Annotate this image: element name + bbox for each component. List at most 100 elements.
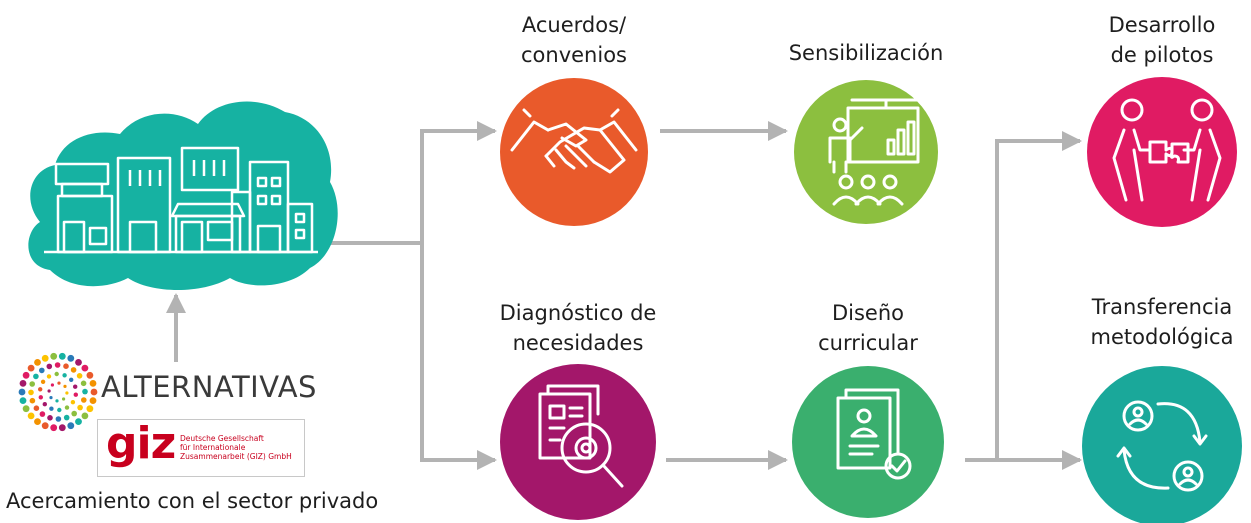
buildings-icon	[44, 146, 318, 254]
alternativas-logo-dot	[69, 377, 74, 382]
alternativas-logo-dot	[63, 414, 70, 421]
alternativas-logo-dot	[70, 400, 76, 405]
private-sector-cloud	[28, 101, 338, 291]
diagnostico-label: Diagnóstico de necesidades	[488, 298, 668, 358]
transferencia-label-line1: Transferencia	[1091, 295, 1233, 319]
arrow-to-acuerdos	[420, 121, 497, 460]
alternativas-logo-dot	[28, 389, 34, 396]
alternativas-logo-icon	[18, 352, 98, 432]
alternativas-logo-dot	[46, 363, 53, 370]
alternativas-logo-dot	[47, 389, 51, 393]
arrow-to-desarrollo	[995, 131, 1082, 460]
alternativas-logo-dot	[49, 406, 54, 411]
alternativas-logo-dot	[67, 422, 75, 430]
giz-logo: giz Deutsche Gesellschaft für Internatio…	[97, 418, 305, 477]
alternativas-logo-dot	[29, 397, 36, 404]
alternativas-logo-dot	[41, 422, 49, 430]
alternativas-logo-dot	[90, 388, 98, 396]
desarrollo-label-line2: de pilotos	[1110, 43, 1214, 67]
alternativas-logo-dot	[58, 352, 66, 360]
sensibilizacion-node-circle	[794, 80, 938, 224]
alternativas-logo-dot	[63, 363, 69, 370]
connector-arrows	[166, 121, 1082, 470]
alternativas-logo-dot	[19, 380, 27, 387]
alternativas-logo-dot	[34, 359, 41, 366]
alternativas-logo-dot	[49, 396, 53, 400]
alternativas-logo-dot	[89, 397, 97, 404]
start-caption: Acercamiento con el sector privado	[6, 489, 379, 513]
desarrollo-node-circle	[1087, 77, 1237, 227]
presentation-icon	[828, 98, 922, 206]
alternativas-logo-dot	[82, 388, 88, 395]
alternativas-logo-dot	[38, 395, 43, 400]
alternativas-logo-dot	[27, 364, 35, 372]
alternativas-logo-dot	[22, 405, 30, 413]
alternativas-logo-dot	[71, 410, 77, 417]
puzzle-team-icon	[1112, 98, 1222, 202]
alternativas-logo-dot	[50, 383, 55, 387]
alternativas-logo-dot	[57, 381, 61, 385]
alternativas-logo-dot	[40, 379, 46, 384]
giz-logo-line2: für Internationale	[180, 443, 246, 452]
alternativas-logo-dot	[76, 373, 83, 379]
alternativas-logo-dot	[41, 354, 49, 362]
alternativas-logo-dot	[75, 359, 82, 366]
diseno-label: Diseño curricular	[788, 298, 948, 358]
handshake-icon	[510, 108, 638, 174]
alternativas-logo-dot	[47, 415, 53, 421]
desarrollo-label: Desarrollo de pilotos	[1082, 10, 1242, 70]
alternativas-logo-dot	[50, 424, 58, 432]
transferencia-label-line2: metodológica	[1090, 325, 1234, 349]
alternativas-logo-dot	[77, 404, 83, 411]
alternativas-logo-dot	[86, 405, 94, 413]
alternativas-logo-dot	[73, 384, 78, 389]
sensibilizacion-label: Sensibilización	[776, 38, 956, 68]
alternativas-logo-dot	[39, 367, 45, 374]
alternativas-logo-dot	[33, 373, 39, 380]
exchange-people-icon	[1116, 400, 1208, 492]
diagnostico-label-line1: Diagnóstico de	[499, 301, 657, 325]
alternativas-logo-dot	[22, 371, 30, 379]
alternativas-logo-dot	[55, 399, 59, 403]
alternativas-logo-dot	[62, 373, 67, 378]
alternativas-logo-dot	[65, 391, 69, 395]
alternativas-logo-dot	[63, 384, 67, 388]
giz-logo-line1: Deutsche Gesellschaft	[180, 434, 264, 443]
alternativas-logo-dot	[89, 380, 97, 387]
alternativas-logo-dot	[54, 371, 59, 377]
curriculum-document-icon	[836, 388, 912, 480]
alternativas-logo-dot	[54, 362, 61, 368]
desarrollo-label-line1: Desarrollo	[1108, 13, 1216, 37]
alternativas-logo-dot	[50, 352, 58, 360]
document-search-icon	[538, 384, 624, 488]
diseno-node-circle	[792, 366, 944, 518]
alternativas-logo-dot	[80, 380, 87, 387]
alternativas-logo-dot	[67, 354, 75, 362]
alternativas-logo-dot	[81, 412, 89, 420]
alternativas-logo-dot	[27, 412, 35, 420]
alternativas-logo-dot	[75, 418, 82, 425]
alternativas-logo-dot	[34, 418, 41, 425]
acuerdos-label-line1: Acuerdos/	[521, 13, 627, 37]
alternativas-logo-dot	[33, 405, 40, 412]
alternativas-logo-dot	[57, 407, 62, 413]
diagnostico-label-line2: necesidades	[512, 331, 644, 355]
alternativas-logo-dot	[46, 374, 52, 379]
transferencia-node-circle	[1082, 366, 1242, 523]
alternativas-logo-dot	[29, 381, 35, 387]
alternativas-logo-dot	[38, 387, 43, 392]
alternativas-logo-text: ALTERNATIVAS	[101, 370, 317, 404]
alternativas-logo-dot	[18, 388, 26, 396]
transferencia-label: Transferencia metodológica	[1076, 292, 1248, 352]
alternativas-logo-dot	[42, 402, 47, 407]
giz-logo-word: giz	[106, 418, 176, 469]
alternativas-logo-dot	[39, 411, 46, 417]
alternativas-logo-dot	[73, 392, 79, 397]
arrow-to-diagnostico	[420, 243, 497, 470]
alternativas-logo-dot	[55, 416, 62, 422]
acuerdos-label-line2: convenios	[521, 43, 627, 67]
alternativas-logo-dot	[64, 405, 70, 410]
giz-logo-line3: Zusammenarbeit (GIZ) GmbH	[180, 452, 292, 461]
alternativas-logo-dot	[70, 367, 77, 373]
